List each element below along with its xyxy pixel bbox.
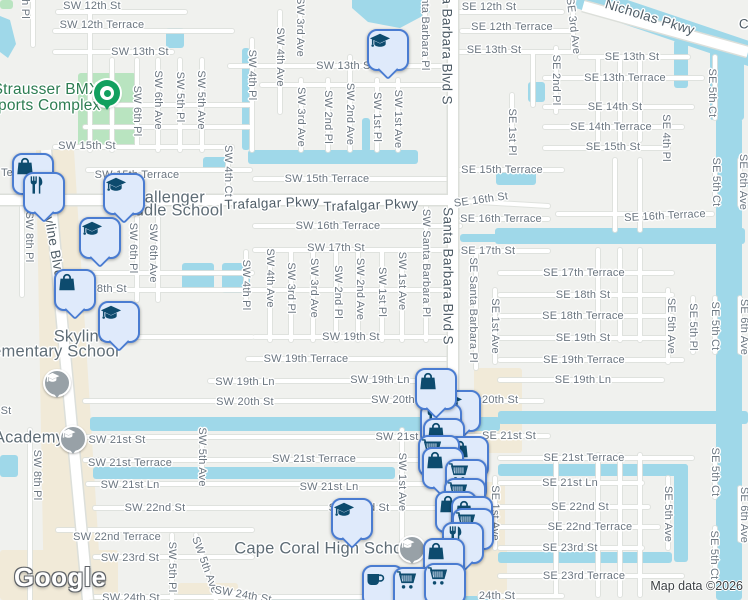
restaurant-pin[interactable] — [23, 172, 65, 214]
park-marker[interactable] — [94, 80, 120, 106]
graduation-cap-icon — [369, 33, 391, 47]
water-canal — [93, 467, 395, 479]
school-pin[interactable] — [98, 301, 140, 343]
water-canal — [498, 411, 748, 424]
map-attribution: Map data ©2026 — [650, 579, 743, 593]
school-pin[interactable] — [79, 217, 121, 259]
water-canal — [0, 16, 16, 58]
park-marker-ring — [100, 86, 114, 100]
water-canal — [248, 150, 418, 164]
graduation-cap-icon — [61, 428, 76, 438]
bag-pin[interactable] — [54, 269, 96, 311]
shopping-cart-icon — [397, 571, 417, 589]
water-canal — [460, 234, 498, 242]
bag-pin[interactable] — [415, 368, 457, 410]
coffee-cup-icon — [367, 573, 385, 585]
shopping-bag-icon — [59, 273, 75, 291]
water-canal — [352, 0, 430, 28]
google-logo[interactable]: Google — [14, 562, 107, 592]
graduation-cap-icon — [100, 305, 122, 319]
shopping-bag-icon — [427, 451, 443, 469]
water-canal — [0, 455, 18, 477]
park-marker-dot — [103, 89, 111, 97]
water-canal — [498, 552, 672, 563]
graduation-cap-icon — [333, 502, 355, 516]
school-circle-marker[interactable] — [43, 369, 71, 397]
campus-area — [474, 368, 522, 453]
park-area — [0, 0, 13, 9]
water-canal — [716, 118, 742, 600]
shopping-bag-icon — [428, 542, 444, 560]
school-pin[interactable] — [103, 173, 145, 215]
water-canal — [495, 228, 745, 244]
shopping-bag-icon — [17, 157, 33, 175]
cart-pin[interactable] — [424, 563, 466, 600]
graduation-cap-icon — [81, 221, 103, 235]
school-pin[interactable] — [331, 498, 373, 540]
restaurant-icon — [30, 176, 43, 194]
shopping-bag-icon — [420, 372, 436, 390]
water-canal — [498, 464, 688, 476]
water-canal — [90, 417, 500, 431]
school-pin[interactable] — [367, 29, 409, 71]
water-canal — [496, 170, 536, 185]
school-circle-marker[interactable] — [398, 535, 426, 563]
water-canal — [362, 118, 370, 152]
water-canal — [674, 464, 688, 562]
graduation-cap-icon — [105, 177, 127, 191]
graduation-cap-icon — [45, 372, 60, 382]
shopping-cart-icon — [428, 567, 448, 585]
water-canal — [203, 157, 228, 170]
graduation-cap-icon — [400, 538, 415, 548]
minor-road — [20, 0, 742, 600]
school-circle-marker[interactable] — [59, 425, 87, 453]
